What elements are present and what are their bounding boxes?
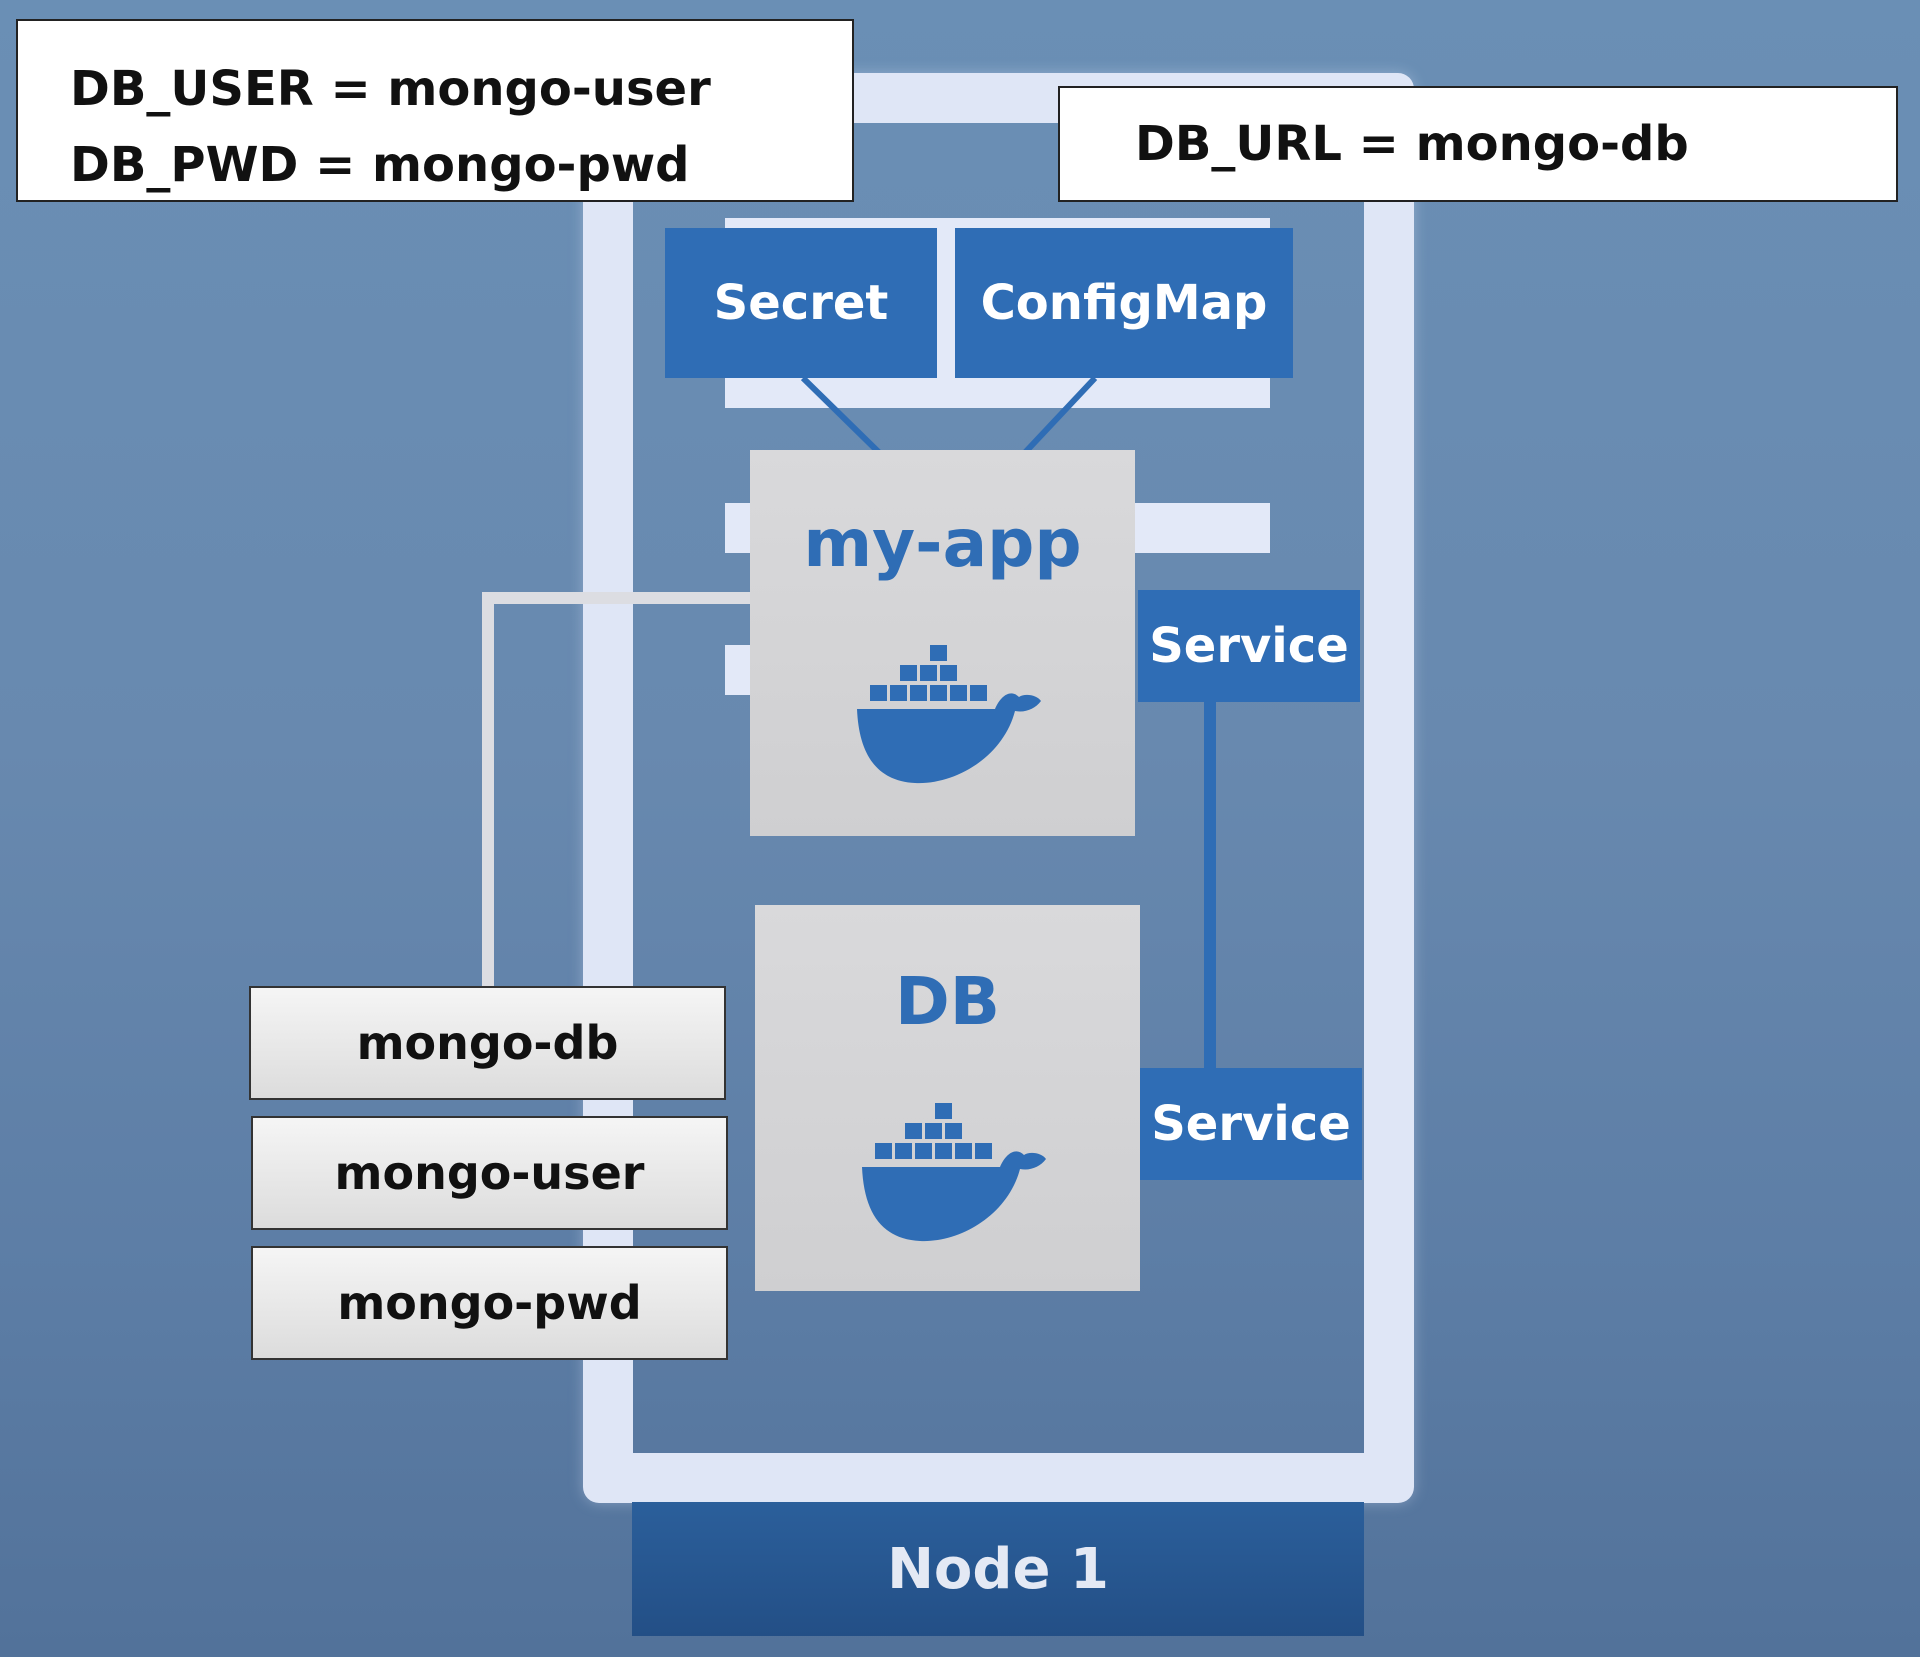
app-pod[interactable]: my-app <box>750 450 1135 836</box>
docker-whale-icon <box>857 645 1041 784</box>
volume-mongo-user[interactable]: mongo-user <box>251 1116 728 1230</box>
configmap-box[interactable]: ConfigMap <box>955 228 1293 378</box>
db-pod[interactable]: DB <box>755 905 1140 1291</box>
volume-mongo-pwd[interactable]: mongo-pwd <box>251 1246 728 1360</box>
config-env-box: DB_USER = mongo-user DB_PWD = mongo-pwd <box>16 19 854 202</box>
node-label: Node 1 <box>632 1502 1364 1636</box>
volume-label: mongo-user <box>334 1146 645 1200</box>
secret-box[interactable]: Secret <box>665 228 937 378</box>
db-pod-title: DB <box>894 963 1001 1040</box>
node-label-text: Node 1 <box>887 1536 1109 1602</box>
db-service-box[interactable]: Service <box>1140 1068 1362 1180</box>
app-service-box[interactable]: Service <box>1138 590 1360 702</box>
configmap-label: ConfigMap <box>980 275 1268 331</box>
volume-mongo-db[interactable]: mongo-db <box>249 986 726 1100</box>
volume-label: mongo-db <box>356 1016 619 1070</box>
db-url-line: DB_URL = mongo-db <box>1135 116 1689 172</box>
app-pod-title: my-app <box>803 505 1082 582</box>
app-service-label: Service <box>1149 618 1349 674</box>
volume-label: mongo-pwd <box>337 1276 642 1330</box>
secret-label: Secret <box>713 275 889 331</box>
db-service-label: Service <box>1151 1096 1351 1152</box>
docker-whale-icon <box>862 1103 1046 1242</box>
db-user-line: DB_USER = mongo-user <box>70 61 711 117</box>
url-env-box: DB_URL = mongo-db <box>1058 86 1898 202</box>
db-pwd-line: DB_PWD = mongo-pwd <box>70 137 690 193</box>
app-to-volume-line <box>482 592 750 986</box>
